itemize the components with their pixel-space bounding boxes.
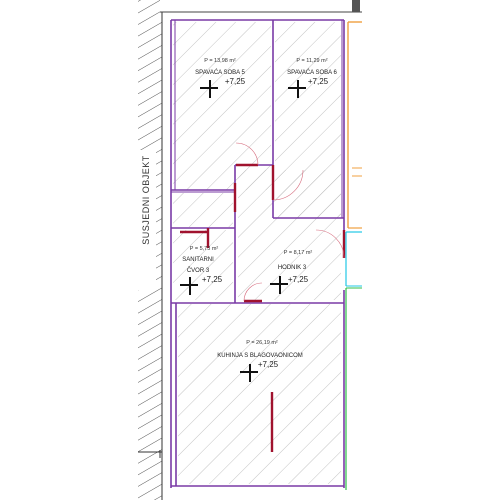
- room-name: SANITARNI: [182, 257, 214, 263]
- room-name: KUHINJA S BLAGOVAONICOM: [217, 353, 303, 359]
- room-hatching: [173, 22, 341, 484]
- level-marker-icon: [288, 80, 306, 98]
- room-label-spavaca-soba-6: P = 11,29 m² SPAVAĆA SOBA 6 +7,25: [287, 58, 338, 98]
- level-marker-icon: [270, 276, 288, 294]
- room-area: P = 11,29 m²: [296, 58, 327, 64]
- neighbor-label: SUSJEDNI OBJEKT: [141, 155, 151, 245]
- room-label-kuhinja: P = 26,19 m² KUHINJA S BLAGOVAONICOM +7,…: [217, 340, 303, 382]
- level-marker-icon: [180, 277, 198, 295]
- room-label-sanitarni-cvor-3: P = 5,73 m² SANITARNI ČVOR 3 +7,25: [180, 246, 223, 295]
- room-area: P = 8,17 m²: [284, 250, 313, 256]
- room-level: +7,25: [288, 275, 309, 284]
- room-level: +7,25: [308, 77, 329, 86]
- level-marker-icon: [200, 80, 218, 98]
- room-level: +7,25: [225, 77, 246, 86]
- room-label-hodnik-3: P = 8,17 m² HODNIK 3 +7,25: [270, 250, 312, 294]
- room-name-line-2: ČVOR 3: [187, 267, 210, 274]
- neighbor-label-backdrop: [138, 150, 156, 290]
- room-level: +7,25: [258, 360, 279, 369]
- room-name: SPAVAĆA SOBA 6: [287, 69, 337, 76]
- room-area: P = 13,98 m²: [204, 58, 236, 64]
- room-label-spavaca-soba-5: P = 13,98 m² SPAVAĆA SOBA 5 +7,25: [195, 58, 246, 98]
- room-name: HODNIK 3: [278, 265, 307, 271]
- room-level: +7,25: [202, 275, 223, 284]
- room-area: P = 26,19 m²: [246, 340, 278, 346]
- doors: [180, 163, 346, 452]
- room-area: P = 5,73 m²: [190, 246, 219, 252]
- level-marker-icon: [240, 364, 258, 382]
- adjacent-unit-lines: [345, 21, 362, 490]
- room-name: SPAVAĆA SOBA 5: [195, 69, 245, 76]
